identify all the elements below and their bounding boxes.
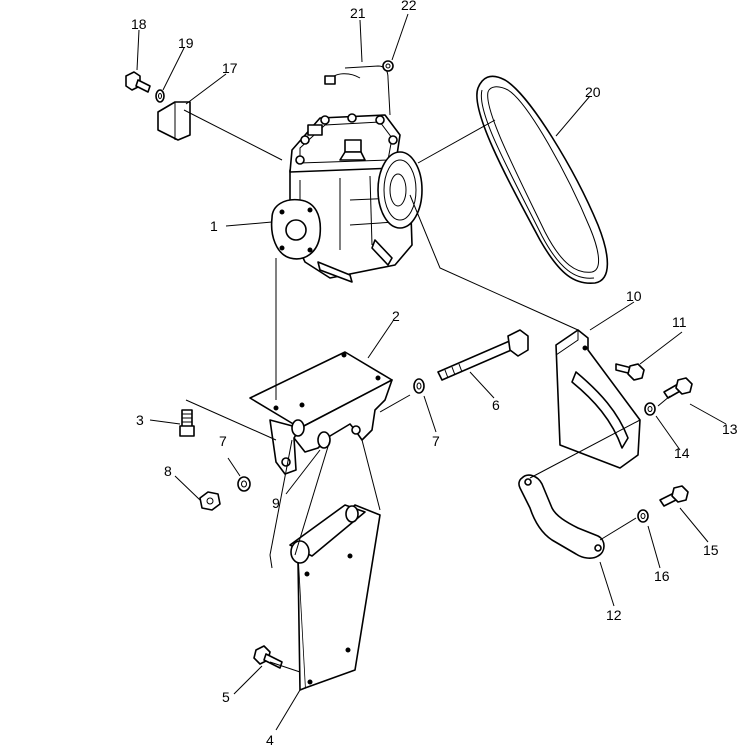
callout-17: 17: [222, 60, 238, 76]
mounting-bracket: [249, 351, 393, 475]
assembly-lines: [136, 13, 727, 731]
callout-13: 13: [722, 421, 738, 437]
support-plate: [289, 504, 381, 691]
washer-14: [644, 402, 656, 416]
bolt-15: [659, 485, 689, 507]
v-belt: [476, 75, 609, 285]
callout-18: 18: [131, 16, 147, 32]
washer-7-right: [413, 378, 425, 394]
callout-6: 6: [492, 397, 500, 413]
callout-4: 4: [266, 732, 274, 746]
long-bolt: [437, 329, 529, 381]
callout-3: 3: [136, 412, 144, 428]
washer-7-left: [237, 476, 251, 492]
callout-9: 9: [272, 495, 280, 511]
callout-12: 12: [606, 607, 622, 623]
small-bracket: [157, 101, 191, 141]
nut-8: [199, 491, 221, 511]
callout-11: 11: [672, 314, 687, 330]
bolt-18: [125, 71, 151, 93]
bolt-13: [663, 377, 693, 399]
washer-16: [637, 509, 649, 523]
callout-7-lower: 7: [219, 433, 227, 449]
callout-5: 5: [222, 689, 230, 705]
callout-15: 15: [703, 542, 719, 558]
callout-14: 14: [674, 445, 690, 461]
callout-21: 21: [350, 5, 366, 21]
bolt-3: [179, 409, 195, 437]
callout-labels: 1 2 3 4 5 6 7 7 8 9 10 11 12 13 14 15 16…: [131, 0, 738, 746]
callout-7-upper: 7: [432, 433, 440, 449]
washer-19: [155, 89, 165, 103]
callout-20: 20: [585, 84, 601, 100]
callout-22: 22: [401, 0, 417, 13]
compressor: [270, 60, 423, 283]
callout-1: 1: [210, 218, 218, 234]
callout-8: 8: [164, 463, 172, 479]
callout-19: 19: [178, 35, 194, 51]
callout-10: 10: [626, 288, 642, 304]
callout-16: 16: [654, 568, 670, 584]
bolt-11: [615, 363, 645, 381]
callout-2: 2: [392, 308, 400, 324]
adjusting-link: [518, 474, 605, 559]
adjusting-bracket: [555, 329, 641, 469]
